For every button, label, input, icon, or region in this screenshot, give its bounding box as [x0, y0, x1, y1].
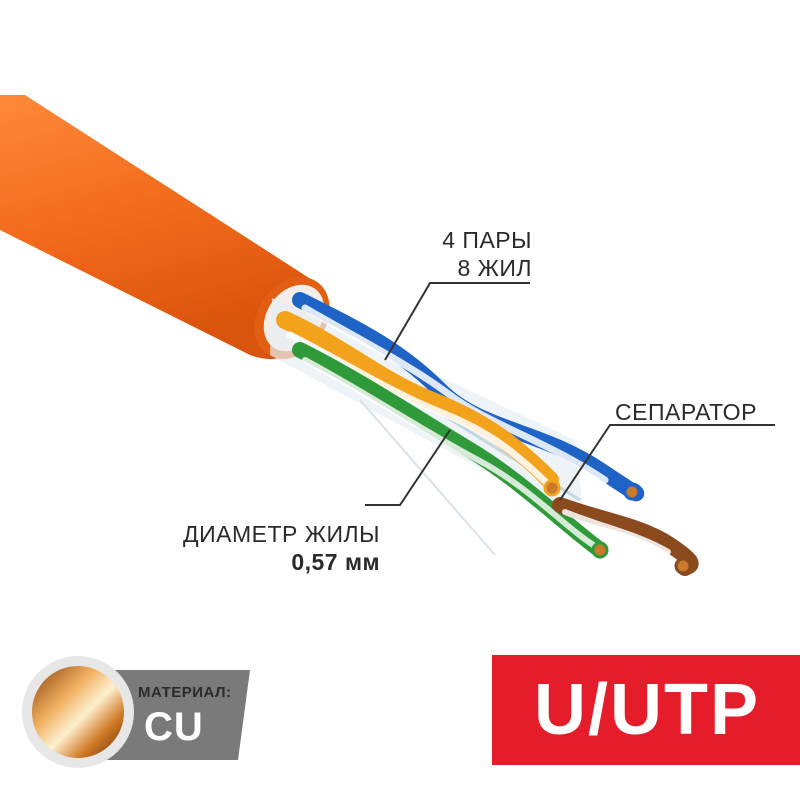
pair-orange [276, 311, 561, 497]
pair-green [292, 342, 609, 559]
pair-blue [292, 292, 645, 502]
material-badge-graphic [22, 656, 250, 768]
pair-brown [552, 497, 699, 576]
wires-count-text: 8 ЖИЛ [457, 255, 532, 281]
diameter-label: ДИАМЕТР ЖИЛЫ [183, 521, 380, 547]
cable-type-text: U/UTP [534, 670, 760, 750]
material-label: МАТЕРИАЛ: [138, 684, 232, 701]
separator-callout: СЕПАРАТОР [615, 398, 757, 426]
pairs-count-text: 4 ПАРЫ [442, 227, 532, 253]
diameter-value: 0,57 мм [291, 549, 380, 575]
callout-lines [365, 282, 775, 506]
separator-text: СЕПАРАТОР [615, 399, 757, 425]
cable-type-badge: U/UTP [492, 655, 800, 765]
material-value: CU [144, 705, 204, 749]
pairs-callout: 4 ПАРЫ 8 ЖИЛ [400, 226, 532, 282]
copper-coin-icon [32, 666, 124, 758]
diameter-callout: ДИАМЕТР ЖИЛЫ 0,57 мм [120, 520, 380, 576]
